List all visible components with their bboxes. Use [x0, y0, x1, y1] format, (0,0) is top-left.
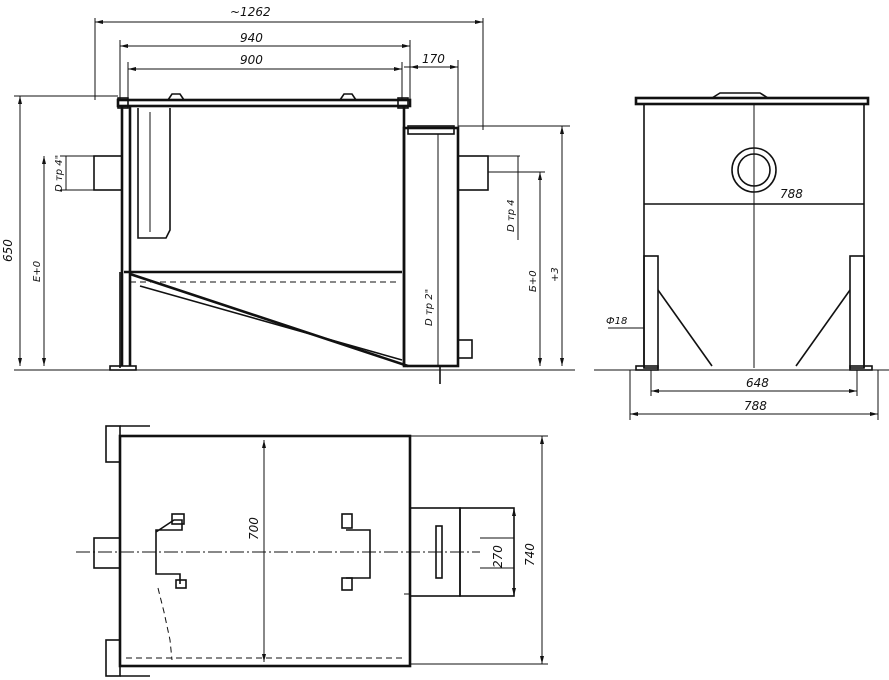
inlet-pipe-left — [93, 155, 123, 191]
dimension-overall-height: 650 — [1, 95, 118, 366]
dimension-label-900: 900 — [240, 53, 263, 67]
dimension-label-940: 940 — [240, 31, 263, 45]
dimension-tank-width: 940 — [119, 31, 411, 100]
plan-view: 700 270 740 — [76, 425, 548, 677]
dimension-label-side-top: 788 — [780, 187, 803, 201]
label-height-right2: +3 — [550, 267, 561, 282]
label-height-left: Е+0 — [32, 261, 43, 282]
label-pipe-right: D тр 4 — [506, 199, 517, 232]
dimension-label-270: 270 — [491, 545, 505, 568]
outlet-pipe-right — [457, 155, 489, 191]
dimension-label-648: 648 — [746, 376, 769, 390]
dimension-label-700: 700 — [247, 517, 261, 540]
front-view: ~1262 940 900 170 — [1, 5, 575, 384]
inspection-hole — [731, 147, 777, 193]
dimension-overall-width: ~1262 — [94, 5, 484, 130]
label-outlet: D тр 2" — [424, 289, 435, 326]
dimension-label-650: 650 — [1, 239, 15, 262]
label-height-right1: Б+0 — [528, 270, 539, 292]
dimension-label-788: 788 — [744, 399, 767, 413]
dimension-label-740: 740 — [523, 543, 537, 566]
dimension-inner-width: 900 — [127, 53, 403, 100]
side-view: 788 Ф18 648 788 — [594, 92, 889, 420]
dimension-label-hole: Ф18 — [606, 316, 627, 327]
label-inlet-left: D тр 4" — [54, 155, 65, 192]
dimension-label-1262: ~1262 — [230, 5, 271, 19]
dimension-label-170: 170 — [422, 52, 445, 66]
dimension-sump-width: 170 — [404, 52, 459, 128]
